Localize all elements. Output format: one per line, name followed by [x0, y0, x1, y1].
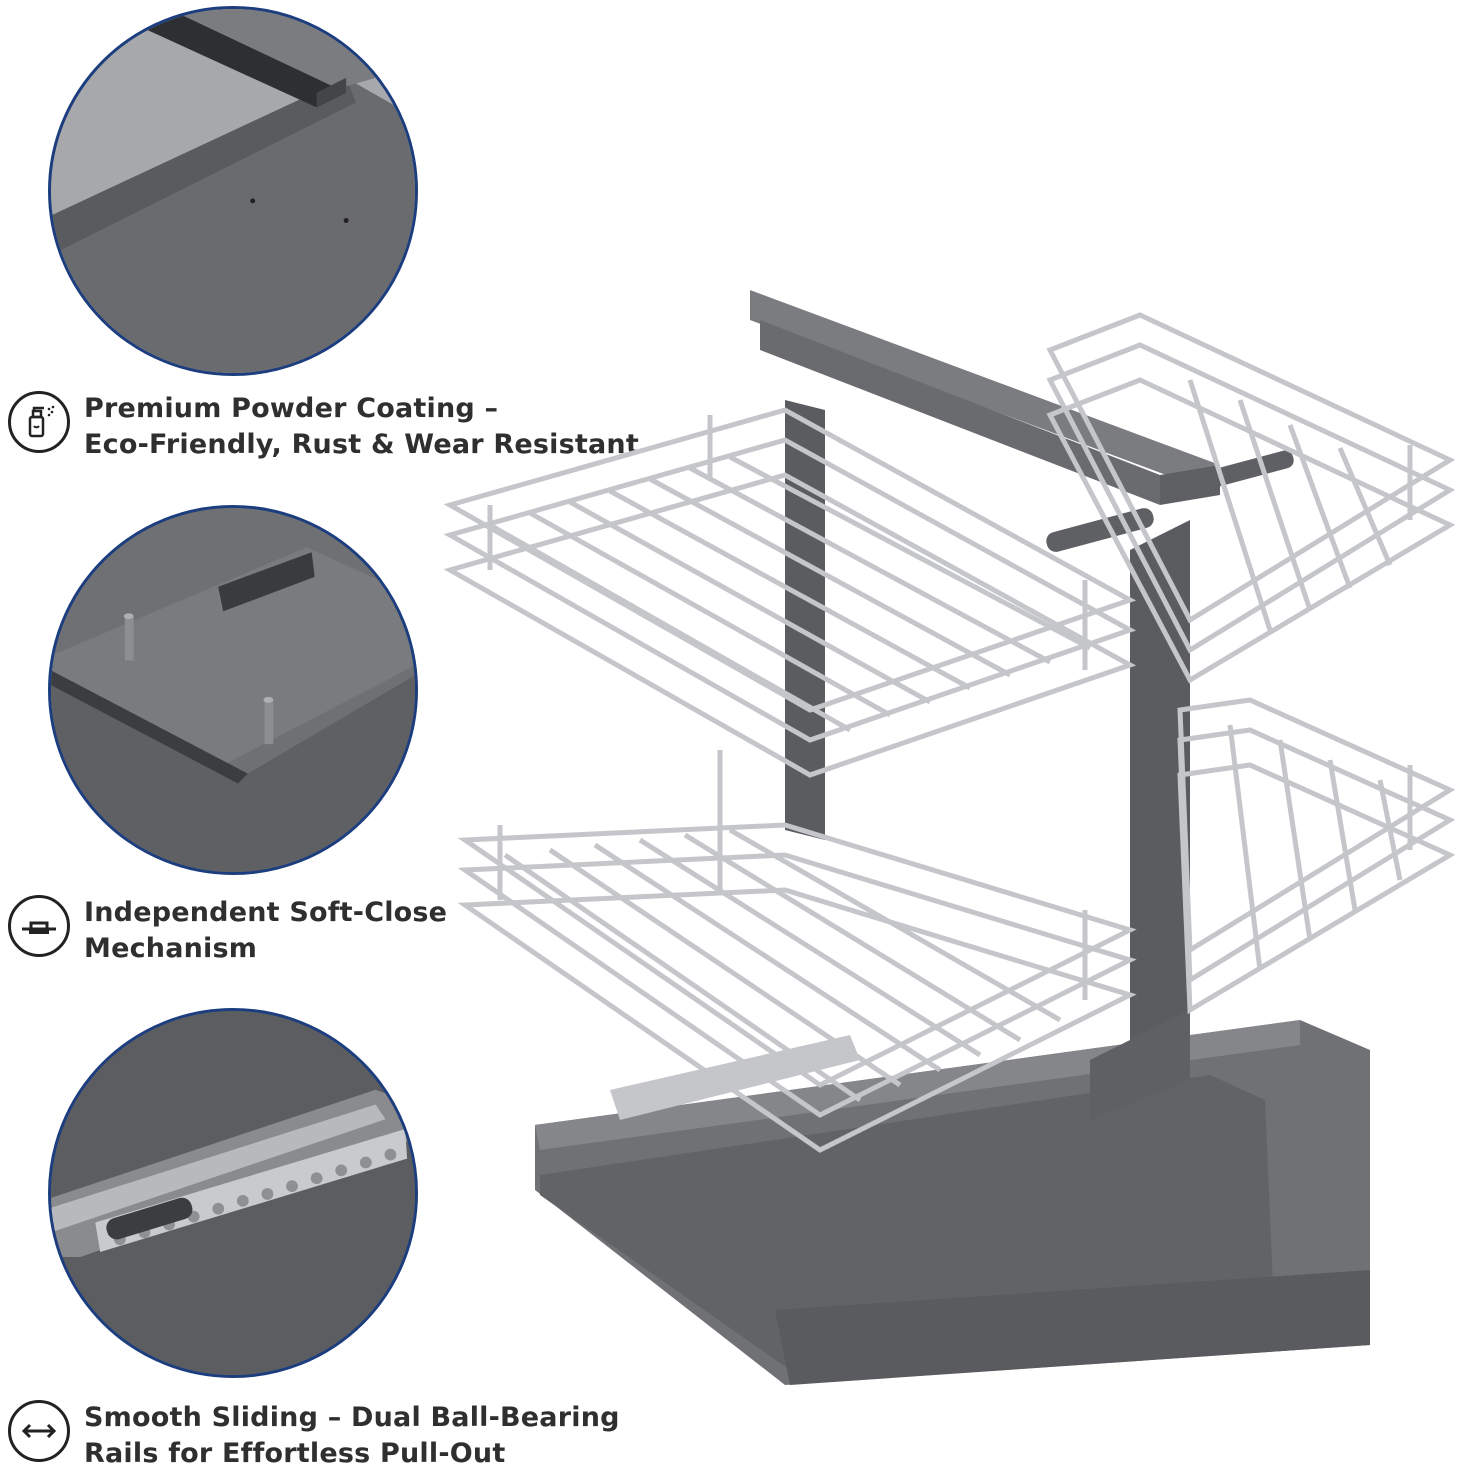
top-crossbar — [750, 290, 1220, 495]
coated-frame-corner-image — [51, 9, 415, 373]
front-post — [1130, 520, 1190, 1100]
feature-text: Smooth Sliding – Dual Ball-Bearing Rails… — [84, 1400, 620, 1472]
feature-smooth-sliding: Smooth Sliding – Dual Ball-Bearing Rails… — [8, 1400, 620, 1472]
pull-out-corner-organizer-illustration — [443, 290, 1456, 1385]
feature-line-1: Smooth Sliding – Dual Ball-Bearing — [84, 1402, 620, 1433]
wire-baskets — [443, 312, 1456, 1153]
soft-close-detail-image — [51, 508, 415, 872]
feature-line-2: Mechanism — [84, 933, 258, 964]
feature-powder-coating: Premium Powder Coating – Eco-Friendly, R… — [8, 391, 639, 463]
soft-close-icon — [8, 895, 70, 957]
spray-bottle-icon — [8, 391, 70, 453]
feature-text: Premium Powder Coating – Eco-Friendly, R… — [84, 391, 639, 463]
feature-line-2: Eco-Friendly, Rust & Wear Resistant — [84, 429, 639, 460]
ball-bearing-rail-image — [51, 1011, 415, 1375]
feature-line-2: Rails for Effortless Pull-Out — [84, 1438, 506, 1469]
feature-text: Independent Soft-Close Mechanism — [84, 895, 447, 967]
feature-line-1: Independent Soft-Close — [84, 897, 448, 928]
feature-line-1: Premium Powder Coating – — [84, 393, 499, 424]
double-arrow-icon — [8, 1400, 70, 1462]
detail-circle-ball-bearing — [48, 1008, 418, 1378]
corner-basket-product-image — [430, 270, 1470, 1400]
detail-circle-soft-close — [48, 505, 418, 875]
detail-circle-powder-coating — [48, 6, 418, 376]
feature-soft-close: Independent Soft-Close Mechanism — [8, 895, 447, 967]
